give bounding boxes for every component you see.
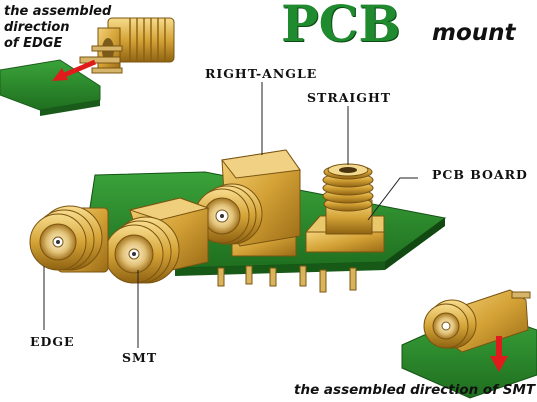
arrow-smt-icon [490,356,508,372]
label-right-angle: RIGHT-ANGLE [205,66,318,81]
label-straight: STRAIGHT [307,90,392,105]
leader-lines [43,82,418,348]
arrow-edge-icon [52,68,68,81]
edge-inset [0,17,175,116]
edge-caption-line2: direction [4,20,70,35]
page-subtitle: mount [432,20,516,46]
right-angle-connector [194,149,301,257]
edge-caption-line3: of EDGE [4,36,63,51]
label-pcb-board: PCB BOARD [432,167,528,182]
smt-inset [401,289,537,399]
page-title: PCB [281,0,401,53]
edge-caption-line1: the assembled [4,4,112,19]
smt-caption: the assembled direction of SMT [294,382,536,398]
label-smt: SMT [122,350,158,365]
smt-connector [104,197,210,284]
straight-connector [304,163,385,253]
edge-connector [29,205,109,273]
label-edge: EDGE [30,334,75,349]
